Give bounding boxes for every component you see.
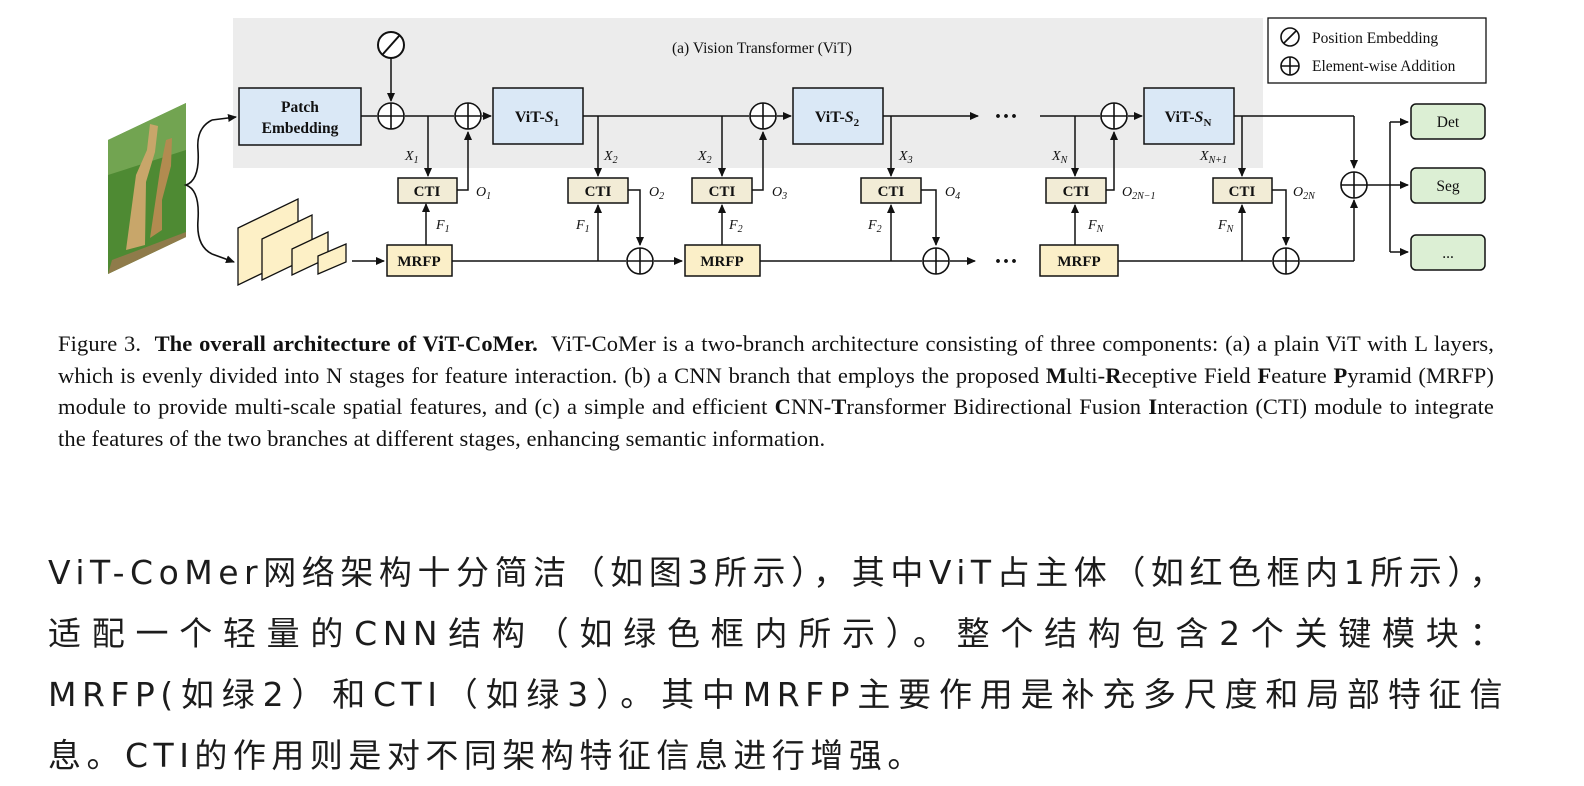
vit-panel-title: (a) Vision Transformer (ViT) xyxy=(672,40,852,57)
position-embedding-symbol xyxy=(377,31,405,59)
cti-block-4: CTI xyxy=(860,177,922,204)
svg-text:F2: F2 xyxy=(867,218,882,235)
output-seg: Seg xyxy=(1410,167,1486,204)
vit-stage-2: ViT-S2 xyxy=(792,87,884,145)
architecture-figure: (a) Vision Transformer (ViT) Position Em… xyxy=(108,17,1487,287)
svg-text:XN: XN xyxy=(1051,149,1069,166)
svg-text:...: ... xyxy=(1442,245,1454,262)
vit-stage-1: ViT-S1 xyxy=(492,87,584,145)
cti-block-2n: CTI xyxy=(1212,177,1273,204)
svg-text:ViT-S1: ViT-S1 xyxy=(515,109,559,129)
input-image xyxy=(108,103,186,274)
body-paragraph: ViT-CoMer网络架构十分简洁（如图3所示），其中ViT占主体（如红色框内1… xyxy=(48,553,1508,775)
svg-text:X2: X2 xyxy=(603,149,618,166)
element-wise-addition-icon xyxy=(1280,56,1300,76)
cti-block-2n-1: CTI xyxy=(1045,177,1107,204)
svg-text:O4: O4 xyxy=(945,185,960,202)
svg-text:X3: X3 xyxy=(898,149,913,166)
output-det: Det xyxy=(1410,103,1486,140)
svg-text:CTI: CTI xyxy=(709,184,736,200)
svg-text:X1: X1 xyxy=(404,149,419,166)
svg-text:Embedding: Embedding xyxy=(262,120,339,137)
svg-text:O1: O1 xyxy=(476,185,491,202)
svg-text:MRFP: MRFP xyxy=(700,254,743,270)
caption-title: The overall architecture of ViT-CoMer. xyxy=(154,331,538,356)
vit-stage-n: ViT-SN xyxy=(1143,87,1235,145)
svg-text:ViT-S2: ViT-S2 xyxy=(815,109,860,129)
svg-text:ViT-SN: ViT-SN xyxy=(1165,109,1212,129)
svg-text:MRFP: MRFP xyxy=(1057,254,1100,270)
svg-text:F1: F1 xyxy=(575,218,590,235)
svg-text:CTI: CTI xyxy=(414,184,441,200)
svg-text:CTI: CTI xyxy=(1229,184,1256,200)
feature-pyramid-stack xyxy=(237,197,347,287)
addition-nodes xyxy=(377,102,1368,275)
mrfp-block-n: MRFP xyxy=(1039,244,1119,277)
svg-text:FN: FN xyxy=(1217,218,1235,235)
f-labels: F1 F1 F2 F2 FN FN xyxy=(435,218,1235,235)
svg-text:CTI: CTI xyxy=(1063,184,1090,200)
svg-text:XN+1: XN+1 xyxy=(1199,149,1227,166)
svg-text:FN: FN xyxy=(1087,218,1105,235)
svg-text:F1: F1 xyxy=(435,218,450,235)
svg-text:O2N−1: O2N−1 xyxy=(1122,185,1156,202)
svg-text:X2: X2 xyxy=(697,149,712,166)
svg-text:CTI: CTI xyxy=(585,184,612,200)
legend-element-wise-addition: Element-wise Addition xyxy=(1312,58,1456,75)
svg-text:MRFP: MRFP xyxy=(397,254,440,270)
svg-text:O2N: O2N xyxy=(1293,185,1316,202)
top-ellipsis: ··· xyxy=(994,104,1018,130)
svg-text:O2: O2 xyxy=(649,185,664,202)
bottom-ellipsis: ··· xyxy=(994,249,1018,275)
svg-text:Seg: Seg xyxy=(1436,178,1460,195)
mrfp-block-2: MRFP xyxy=(684,244,761,277)
svg-text:O3: O3 xyxy=(772,185,787,202)
cti-block-2: CTI xyxy=(567,177,629,204)
output-other: ... xyxy=(1410,234,1486,271)
x-labels: X1 X2 X2 X3 XN XN+1 xyxy=(404,149,1227,166)
figure-label: Figure 3. xyxy=(58,331,142,356)
legend-position-embedding: Position Embedding xyxy=(1312,30,1438,47)
mrfp-block-1: MRFP xyxy=(386,244,453,277)
legend: Position Embedding Element-wise Addition xyxy=(1267,17,1487,84)
svg-text:Patch: Patch xyxy=(281,99,319,116)
cti-block-3: CTI xyxy=(691,177,753,204)
patch-embedding-block xyxy=(238,87,362,146)
svg-text:Det: Det xyxy=(1437,114,1460,131)
figure-caption: Figure 3. The overall architecture of Vi… xyxy=(58,331,1495,451)
input-brace xyxy=(183,119,213,255)
o-labels: O1 O2 O3 O4 O2N−1 O2N xyxy=(476,185,1316,202)
cti-block-1: CTI xyxy=(397,177,458,204)
svg-text:F2: F2 xyxy=(728,218,743,235)
svg-text:CTI: CTI xyxy=(878,184,905,200)
position-embedding-icon xyxy=(1280,27,1300,47)
